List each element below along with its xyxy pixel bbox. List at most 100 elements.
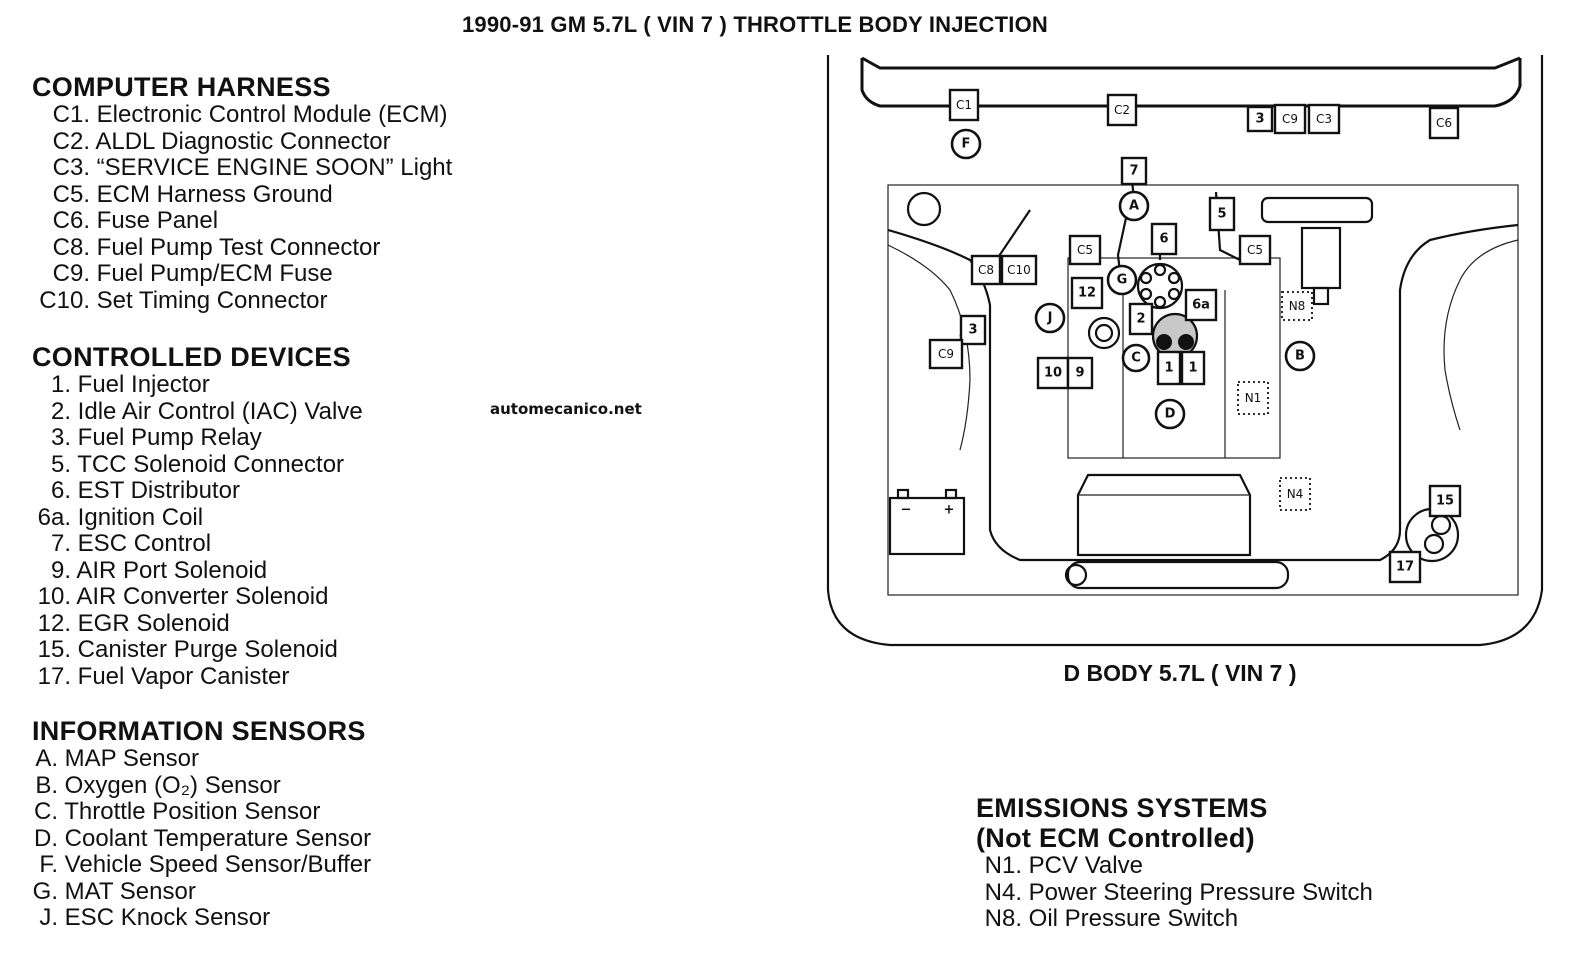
svg-text:12: 12 <box>1078 286 1096 301</box>
svg-text:N1: N1 <box>1245 391 1262 405</box>
legend-item-code: D. <box>34 824 58 852</box>
label-3-left: 3 <box>959 314 987 346</box>
engine-compartment-diagram: − + C1 C2 3 C9 C3 C6 7 5 6 C5 C5 C8 C10 … <box>826 55 1544 647</box>
legend-item-text: Idle Air Control (IAC) Valve <box>77 397 363 425</box>
legend-item-code: F. <box>39 851 58 878</box>
legend-item: 6a. Ignition Coil <box>32 503 363 532</box>
legend-item-code: 5. <box>50 450 71 478</box>
legend-item-text: Set Timing Connector <box>96 286 328 314</box>
lower-tube <box>1066 560 1290 590</box>
label-C3: C3 <box>1307 103 1341 135</box>
air-cleaner-body <box>1300 226 1342 290</box>
label-C2: C2 <box>1106 93 1138 127</box>
egr-valve <box>1087 316 1121 350</box>
legend-item-code: 6a. <box>37 503 71 531</box>
legend-item: 5. TCC Solenoid Connector <box>32 450 363 479</box>
legend-item: 12. EGR Solenoid <box>32 610 363 638</box>
battery-terminal-neg <box>896 488 910 500</box>
legend-item: C. Throttle Position Sensor <box>32 798 371 826</box>
legend-item-code: N8. <box>984 905 1022 932</box>
svg-text:2: 2 <box>1136 312 1145 327</box>
legend-item-code: 10. <box>37 583 71 610</box>
engine-bay-frame <box>887 184 1519 596</box>
label-10: 10 <box>1036 356 1070 390</box>
label-5: 5 <box>1208 196 1236 232</box>
cowl-line <box>861 56 1521 70</box>
injector-left <box>1156 334 1172 350</box>
svg-text:F: F <box>962 137 971 152</box>
controlled-devices-heading: CONTROLLED DEVICES <box>32 342 351 372</box>
label-6a: 6a <box>1184 288 1218 322</box>
emissions-systems-heading: EMISSIONS SYSTEMS <box>976 793 1268 823</box>
legend-item-text: ECM Harness Ground <box>96 180 333 208</box>
legend-item-text: Electronic Control Module (ECM) <box>96 101 448 128</box>
label-1-right: 1 <box>1180 350 1206 386</box>
dist-terminal-5 <box>1139 287 1153 301</box>
wire-3 <box>1116 217 1128 273</box>
legend-item-code: 17. <box>37 662 71 690</box>
air-cleaner-top <box>1260 196 1374 224</box>
dist-terminal-1 <box>1153 263 1167 277</box>
label-C5-left: C5 <box>1068 234 1102 266</box>
hood-line <box>860 58 1522 108</box>
legend-item-code: C6. <box>52 207 90 234</box>
legend-item: C5. ECM Harness Ground <box>32 180 452 209</box>
legend-item-text: MAT Sensor <box>64 877 196 905</box>
legend-item-text: ESC Control <box>77 530 212 557</box>
svg-text:3: 3 <box>1255 112 1264 127</box>
legend-item-code: C8. <box>52 233 90 261</box>
legend-item: C3. “SERVICE ENGINE SOON” Light <box>32 154 453 182</box>
legend-item-text: AIR Converter Solenoid <box>76 583 329 610</box>
sensor-B: B <box>1284 340 1316 372</box>
legend-item-text: Power Steering Pressure Switch <box>1028 878 1373 906</box>
radiator <box>1076 473 1252 557</box>
legend-item-text: Fuel Vapor Canister <box>77 662 290 690</box>
legend-item-code: 2. <box>50 397 71 425</box>
svg-text:A: A <box>1129 199 1139 214</box>
legend-item-code: A. <box>35 745 58 772</box>
computer-harness-heading: COMPUTER HARNESS <box>32 72 331 102</box>
wire-1 <box>994 209 1031 263</box>
svg-text:N8: N8 <box>1289 299 1306 313</box>
legend-item-text: ESC Knock Sensor <box>64 904 271 931</box>
svg-text:C9: C9 <box>938 347 954 361</box>
legend-item-code: C5. <box>52 180 90 208</box>
legend-item: B. Oxygen (O₂) Sensor <box>32 771 371 800</box>
diagram-caption: D BODY 5.7L ( VIN 7 ) <box>1063 660 1297 686</box>
svg-text:D: D <box>1165 407 1176 422</box>
label-C10: C10 <box>1000 254 1038 286</box>
legend-item: 7. ESC Control <box>32 530 363 558</box>
svg-text:N4: N4 <box>1287 487 1304 501</box>
distributor-cap <box>1136 262 1184 310</box>
right-wheel-well <box>1443 239 1519 431</box>
label-N4: N4 <box>1279 477 1311 511</box>
canister-port-2 <box>1430 514 1452 536</box>
svg-text:15: 15 <box>1436 494 1454 509</box>
label-1-left: 1 <box>1156 350 1182 386</box>
legend-item-text: MAP Sensor <box>64 745 199 772</box>
legend-item-code: B. <box>35 771 58 799</box>
svg-text:6: 6 <box>1159 232 1168 247</box>
label-C8: C8 <box>970 254 1002 286</box>
battery-plus-label: + <box>944 503 955 518</box>
svg-text:C8: C8 <box>978 263 994 277</box>
dist-terminal-6 <box>1139 271 1153 285</box>
sensor-D: D <box>1154 398 1186 430</box>
fender-outline <box>826 55 1544 647</box>
legend-item-code: C3. <box>52 154 90 181</box>
legend-item: 3. Fuel Pump Relay <box>32 424 363 452</box>
injector-right <box>1178 334 1194 350</box>
legend-item-code: C1. <box>52 101 90 128</box>
legend-item-text: TCC Solenoid Connector <box>77 450 345 478</box>
emissions-systems-subheading: (Not ECM Controlled) <box>976 823 1255 853</box>
label-C1: C1 <box>948 88 980 122</box>
legend-item-text: EST Distributor <box>77 477 240 504</box>
label-12: 12 <box>1070 276 1104 310</box>
legend-item: 1. Fuel Injector <box>32 371 363 399</box>
sensor-C: C <box>1121 343 1151 373</box>
legend-item-text: Ignition Coil <box>77 503 204 531</box>
svg-text:C5: C5 <box>1077 243 1093 257</box>
svg-text:C1: C1 <box>956 98 972 112</box>
